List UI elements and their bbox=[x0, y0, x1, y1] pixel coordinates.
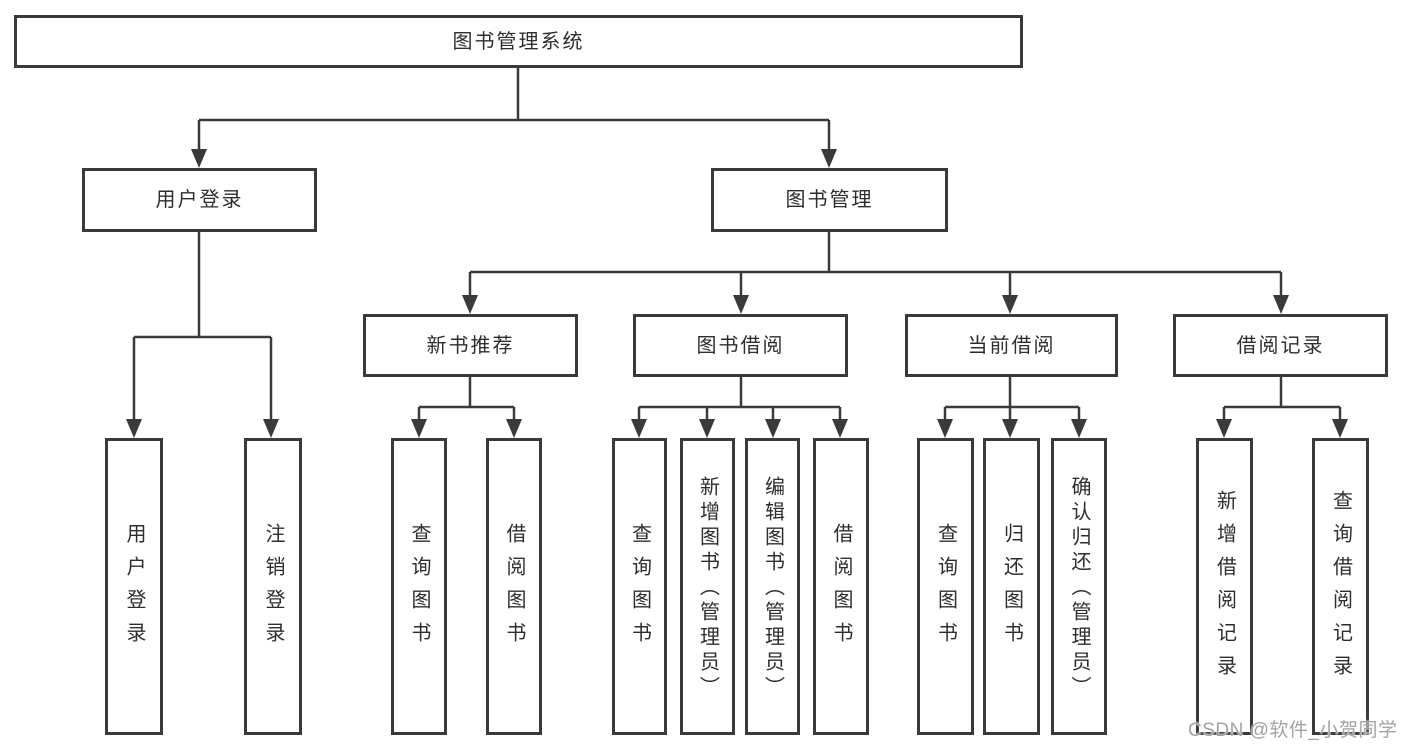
leaf-add-borrow-record: 新增借阅记录 bbox=[1196, 438, 1253, 735]
leaf-edit-books-admin: 编辑图书（管理员） bbox=[745, 438, 800, 735]
leaf-user-login: 用户登录 bbox=[105, 438, 163, 735]
connector-records-children bbox=[1222, 377, 1342, 420]
node-library-management-system: 图书管理系统 bbox=[14, 15, 1023, 68]
leaf-borrow-books-recommend: 借阅图书 bbox=[486, 438, 542, 735]
leaf-query-books-current: 查询图书 bbox=[917, 438, 974, 735]
node-book-borrow: 图书借阅 bbox=[633, 314, 848, 377]
node-borrow-records: 借阅记录 bbox=[1173, 314, 1388, 377]
leaf-query-borrow-record: 查询借阅记录 bbox=[1312, 438, 1369, 735]
connector-recommend-children bbox=[417, 377, 516, 420]
connector-user-login-children bbox=[132, 232, 273, 420]
connector-paths bbox=[132, 68, 1342, 420]
leaf-return-books: 归还图书 bbox=[983, 438, 1040, 735]
leaf-query-books-recommend: 查询图书 bbox=[391, 438, 447, 735]
leaf-add-books-admin: 新增图书（管理员） bbox=[680, 438, 735, 735]
leaf-confirm-return-admin: 确认归还（管理员） bbox=[1051, 438, 1107, 735]
leaf-query-books-borrow: 查询图书 bbox=[612, 438, 667, 735]
node-new-book-recommend: 新书推荐 bbox=[363, 314, 578, 377]
csdn-watermark: CSDN @软件_小贺同学 bbox=[1188, 720, 1398, 741]
node-user-login: 用户登录 bbox=[82, 168, 317, 232]
node-current-borrow: 当前借阅 bbox=[905, 314, 1118, 377]
node-book-management: 图书管理 bbox=[711, 168, 948, 232]
leaf-logout-login: 注销登录 bbox=[244, 438, 302, 735]
connector-borrow-children bbox=[637, 377, 842, 420]
connector-current-children bbox=[943, 377, 1081, 420]
connector-root-to-level2 bbox=[197, 68, 831, 151]
leaf-borrow-books: 借阅图书 bbox=[813, 438, 869, 735]
connector-book-mgmt-children bbox=[468, 232, 1283, 296]
